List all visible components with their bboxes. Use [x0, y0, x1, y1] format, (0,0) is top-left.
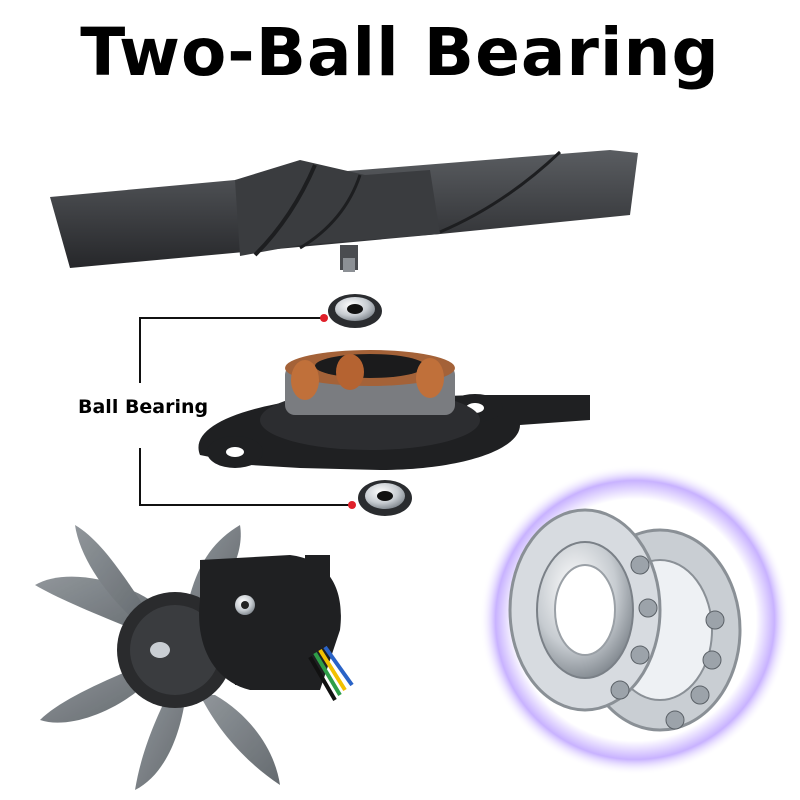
ball-bearing-icon [358, 480, 412, 516]
callout-dot-top [320, 314, 328, 322]
bearing-closeup [480, 465, 790, 775]
callout-bracket [139, 317, 351, 506]
fan-assembly-icon [35, 525, 354, 790]
page-title: Two-Ball Bearing [80, 14, 720, 91]
ball-bearing-label: Ball Bearing [78, 396, 209, 418]
fan-rotor-icon [50, 150, 638, 272]
callout-dot-bottom [348, 501, 356, 509]
ball-bearing-icon [328, 294, 382, 328]
motor-stator-icon [198, 350, 590, 470]
